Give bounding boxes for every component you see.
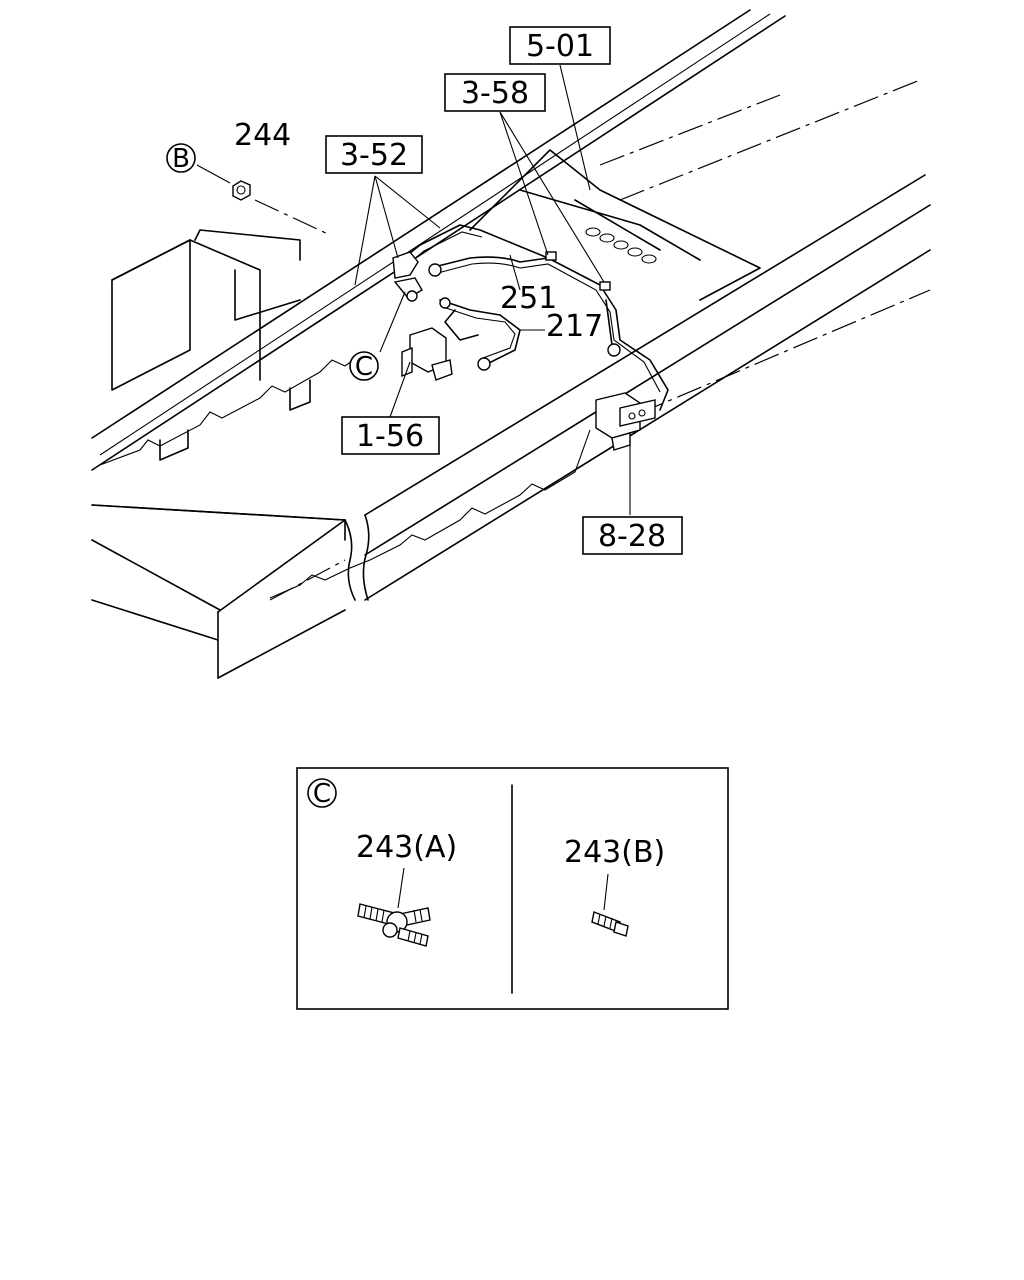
ref-3-52-label: 3-52 (340, 138, 408, 173)
detail-c-panel: C 243(A) 243(B) (296, 767, 729, 1010)
part-243a-label: 243(A) (356, 830, 457, 865)
ref-5-01-label: 5-01 (526, 29, 594, 64)
brake-pipes (394, 224, 669, 411)
part-244-label: 244 (234, 118, 291, 153)
marker-b-label: B (172, 144, 190, 174)
callout-3-52[interactable]: 3-52 (325, 135, 423, 174)
detail-c-marker-label: C (313, 779, 331, 809)
callout-5-01[interactable]: 5-01 (509, 26, 611, 65)
marker-c: C (349, 351, 379, 382)
ref-1-56-label: 1-56 (356, 419, 424, 454)
part-251-label: 251 (500, 281, 557, 316)
callout-8-28[interactable]: 8-28 (582, 516, 683, 555)
callout-3-58[interactable]: 3-58 (444, 73, 546, 112)
frame-rails (91, 9, 931, 679)
ref-8-28-label: 8-28 (598, 519, 666, 554)
marker-b: B (166, 143, 196, 174)
marker-c-label: C (355, 352, 373, 382)
tee-fitting-243a (357, 867, 431, 947)
ref-3-58-label: 3-58 (461, 76, 529, 111)
leader-lines (354, 64, 631, 515)
part-243b-label: 243(B) (564, 835, 665, 870)
callout-1-56[interactable]: 1-56 (341, 416, 440, 455)
nut-244 (196, 164, 331, 236)
valve-assemblies (392, 251, 656, 451)
part-217-label: 217 (546, 309, 603, 344)
connector-243b (591, 873, 629, 937)
